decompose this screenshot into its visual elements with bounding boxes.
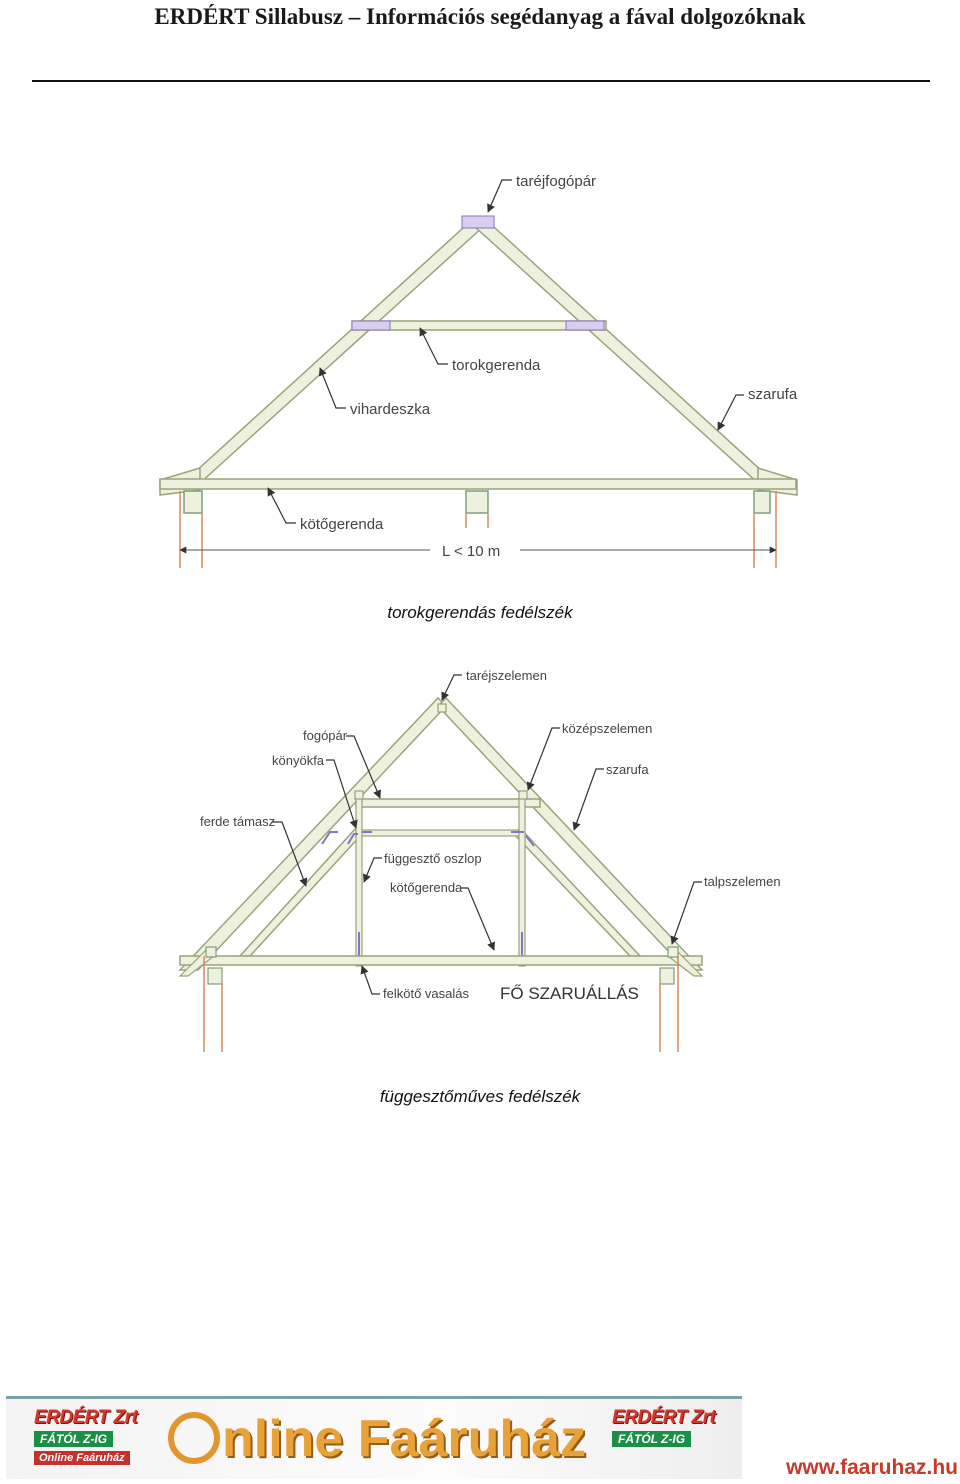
tie-beam-2 xyxy=(179,955,703,966)
brand-logo-left: ERDÉRT Zrt FÁTÓL Z-IG Online Faáruház xyxy=(34,1407,152,1469)
brand-name-left: ERDÉRT Zrt xyxy=(34,1407,138,1428)
label-knee-brace: könyökfa xyxy=(272,753,325,768)
queen-post-roof-diagram: taréjszelemen fogópár könyökfa középszel… xyxy=(178,668,781,1052)
label-wind-brace: vihardeszka xyxy=(350,401,431,418)
label-rafter: szarufa xyxy=(748,386,798,403)
steel-hangers xyxy=(321,831,535,964)
tie-beam xyxy=(159,478,797,490)
label-main-truss: FŐ SZARUÁLLÁS xyxy=(500,984,639,1003)
page-header: ERDÉRT Sillabusz – Információs segédanya… xyxy=(154,4,806,29)
wall-plates xyxy=(183,490,771,514)
caption-queen-post-roof: függesztőműves fedélszék xyxy=(379,1087,581,1106)
brand-slogan-right: FÁTÓL Z-IG xyxy=(612,1431,692,1447)
collar-pair xyxy=(355,798,541,808)
label-ridge-purlin: taréjszelemen xyxy=(466,668,547,683)
brand-name-right: ERDÉRT Zrt xyxy=(612,1407,716,1428)
label-span: L < 10 m xyxy=(442,543,500,560)
label-collar-beam: torokgerenda xyxy=(452,357,541,374)
brand-slogan-left: FÁTÓL Z-IG xyxy=(34,1431,114,1447)
wall-posts-2 xyxy=(203,956,679,1052)
brand-shop-left: Online Faáruház xyxy=(34,1451,130,1465)
label-wall-plate: talpszelemen xyxy=(704,874,781,889)
collar-plate-left xyxy=(351,320,391,331)
caption-collar-beam-roof: torokgerendás fedélszék xyxy=(387,603,573,622)
label-queen-post: függesztő oszlop xyxy=(384,851,482,866)
label-hanger: felkötő vasalás xyxy=(383,986,469,1001)
leaders xyxy=(267,179,744,524)
ridge-plate xyxy=(461,215,495,229)
online-shop-title-text: nline Faáruház xyxy=(222,1410,587,1468)
wall-plates-2 xyxy=(205,946,679,985)
label-rafter-2: szarufa xyxy=(606,762,649,777)
label-collar-pair: fogópár xyxy=(303,728,348,743)
label-tie-beam: kötőgerenda xyxy=(300,516,384,533)
collar-beam-roof-diagram: taréjfogópár torokgerenda vihardeszka sz… xyxy=(159,173,798,568)
label-ridge-pair: taréjfogópár xyxy=(516,173,596,190)
purlins xyxy=(354,703,528,800)
middle-beam xyxy=(355,829,525,837)
label-middle-purlin: középszelemen xyxy=(562,721,652,736)
online-shop-title: nline Faáruház xyxy=(168,1405,608,1473)
footer-banner[interactable]: ERDÉRT Zrt FÁTÓL Z-IG Online Faáruház nl… xyxy=(6,1396,742,1479)
wall-posts xyxy=(179,491,777,568)
header-rule xyxy=(32,80,930,82)
leaders-2 xyxy=(272,674,702,995)
brand-logo-right: ERDÉRT Zrt FÁTÓL Z-IG xyxy=(612,1407,730,1469)
rafters xyxy=(181,217,777,484)
site-url-link[interactable]: www.faaruhaz.hu xyxy=(786,1456,958,1479)
collar-plate-right xyxy=(565,320,605,331)
label-tie-beam-2: kötőgerenda xyxy=(390,880,463,895)
label-strut: ferde támasz xyxy=(200,814,275,829)
cart-ring-icon xyxy=(168,1412,220,1465)
